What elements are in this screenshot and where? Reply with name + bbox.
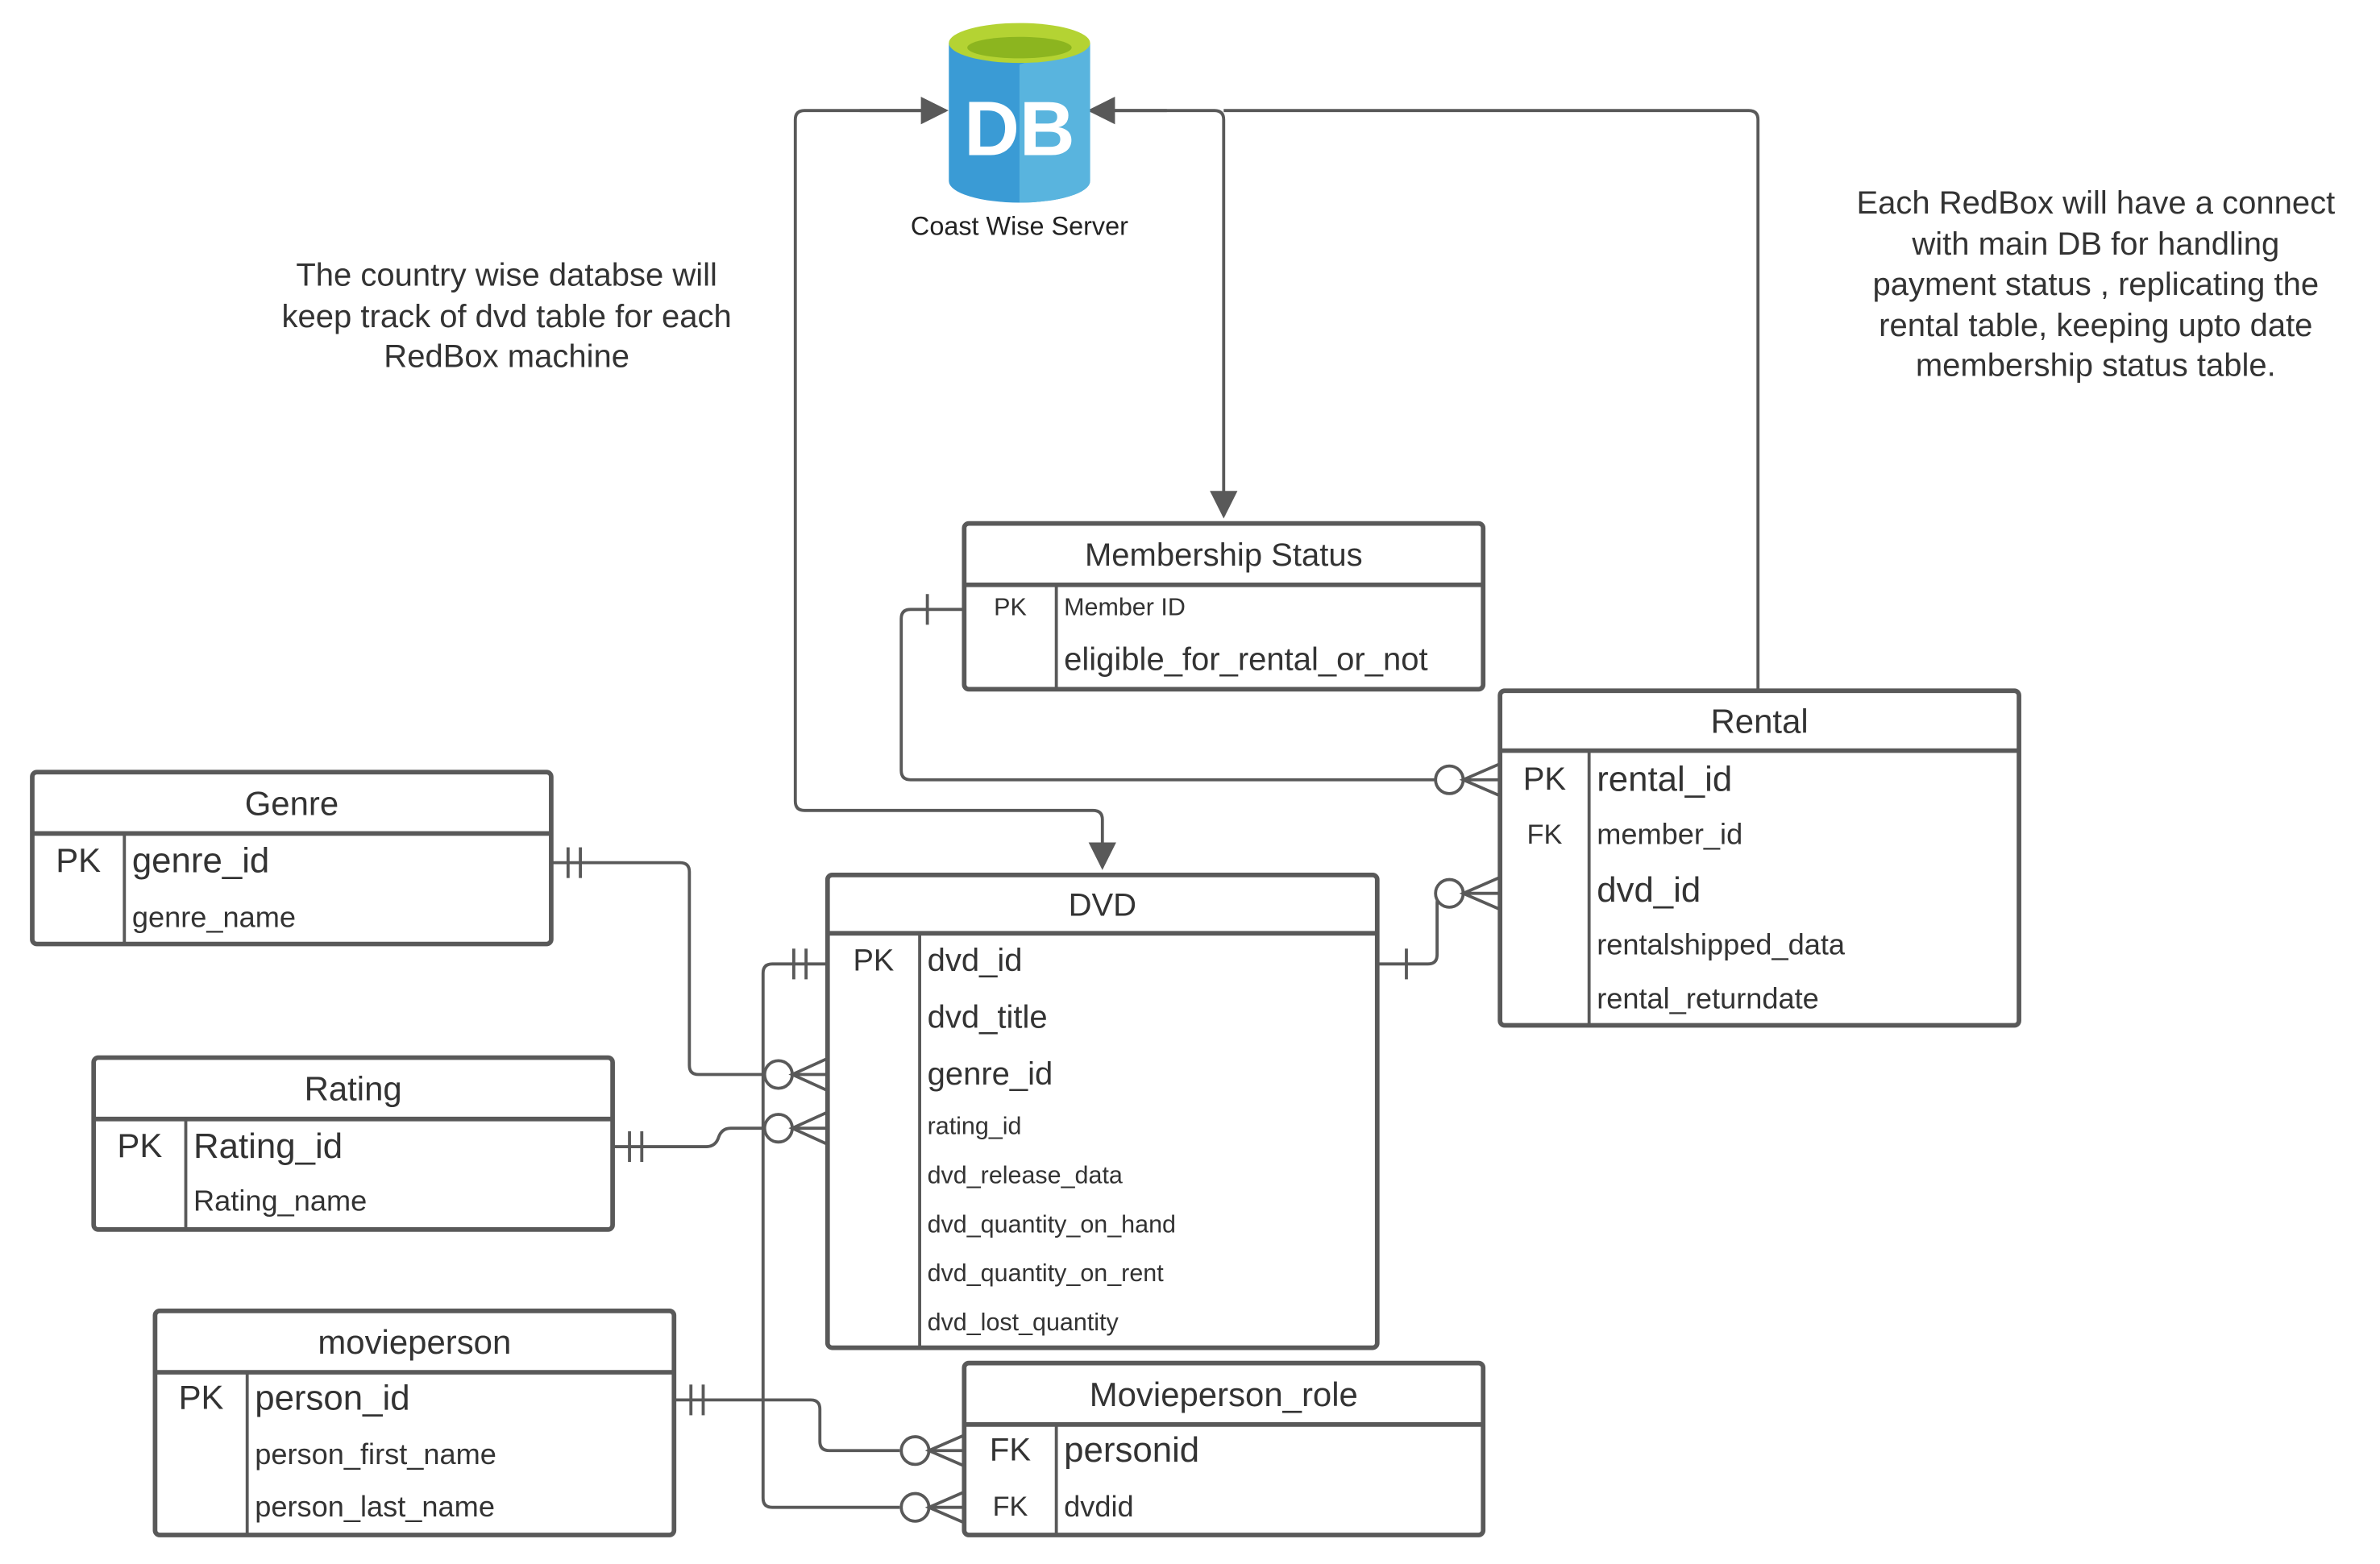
crow-foot — [788, 1057, 827, 1092]
crow-feet — [788, 762, 1500, 1525]
rel-rating-dvd — [613, 1126, 763, 1148]
field-name: dvd_title — [928, 1000, 1048, 1035]
note-left: The country wise databse will keep track… — [281, 258, 732, 375]
zero-circle — [899, 1491, 931, 1523]
db-connectors — [793, 97, 1760, 870]
field-name: person_id — [255, 1378, 409, 1417]
cylinder-shade — [1019, 43, 1090, 203]
key-label: PK — [854, 944, 895, 977]
table-border — [962, 521, 1486, 692]
table-title: Movieperson_role — [1090, 1375, 1358, 1413]
key-label: FK — [990, 1433, 1031, 1468]
crow-foot — [788, 1111, 827, 1145]
zero-circle — [762, 1113, 794, 1144]
field-name: dvd_quantity_on_rent — [928, 1259, 1165, 1287]
field-name: person_first_name — [255, 1437, 496, 1471]
table-border — [962, 1360, 1486, 1537]
field-name: rental_id — [1597, 760, 1732, 799]
table-border — [1497, 688, 2021, 1028]
field-name: rentalshipped_data — [1597, 928, 1846, 961]
table-border — [152, 1309, 677, 1537]
field-name: dvd_id — [928, 943, 1023, 978]
rel-membership-rental — [899, 608, 1436, 782]
field-name: person_last_name — [255, 1490, 495, 1523]
field-name: rating_id — [928, 1112, 1022, 1139]
crow-foot — [1459, 762, 1500, 797]
zero-circle — [1434, 764, 1465, 795]
field-name: Member ID — [1064, 593, 1186, 620]
table-title: Rental — [1711, 702, 1809, 740]
crow-foot — [924, 1433, 966, 1468]
key-label: PK — [56, 841, 101, 879]
database-icon: DB — [949, 23, 1090, 203]
table-dvd: DVD PK dvd_id dvd_title genre_id rating_iddvd… — [824, 872, 1380, 1350]
field-name: rental_returndate — [1597, 981, 1819, 1014]
field-name: dvdid — [1064, 1490, 1134, 1523]
key-label: PK — [117, 1126, 162, 1164]
field-name: personid — [1064, 1430, 1199, 1470]
field-name: genre_name — [132, 900, 296, 933]
field-name: dvd_quantity_on_hand — [928, 1210, 1176, 1238]
rel-movieperson-role — [675, 1398, 900, 1453]
field-name: dvd_release_data — [928, 1161, 1123, 1189]
rel-dvd-rental — [1378, 891, 1447, 966]
key-label: FK — [1527, 819, 1563, 850]
zero-circle — [1434, 877, 1465, 909]
key-label: PK — [994, 593, 1027, 620]
crow-foot — [924, 1490, 966, 1525]
rel-dvd-role — [761, 962, 900, 1509]
relationship-lines — [552, 608, 1447, 1509]
crow-foot — [1459, 876, 1500, 911]
table-title: Rating — [305, 1070, 402, 1108]
server-label: Coast Wise Server — [910, 211, 1128, 242]
table-title: movieperson — [318, 1323, 511, 1361]
table-title: Genre — [245, 784, 339, 822]
field-name: Rating_id — [193, 1126, 343, 1166]
table-border — [824, 872, 1380, 1350]
key-label: PK — [179, 1379, 224, 1417]
zero-circle — [899, 1435, 931, 1467]
field-name: eligible_for_rental_or_not — [1064, 642, 1427, 678]
zero-circle — [762, 1059, 794, 1090]
db-icon-text: DB — [964, 86, 1075, 172]
connector-rental-db — [1223, 109, 1760, 690]
note-right: Each RedBox will have a connect with mai… — [1856, 185, 2336, 384]
key-label: PK — [1523, 761, 1567, 797]
field-name: dvd_id — [1597, 870, 1701, 910]
cylinder-top-inner — [967, 36, 1072, 59]
field-name: dvd_lost_quantity — [928, 1309, 1119, 1336]
connector-membership-db — [1090, 109, 1238, 519]
table-title: Membership Status — [1085, 537, 1363, 573]
field-name: genre_id — [928, 1056, 1053, 1092]
field-name: Rating_name — [193, 1184, 367, 1218]
rel-genre-dvd — [552, 861, 763, 1077]
cardinality-symbols — [566, 594, 1465, 1523]
field-name: member_id — [1597, 817, 1742, 850]
table-border — [30, 770, 554, 947]
connector-dvd-db — [793, 109, 1116, 870]
table-border — [91, 1055, 615, 1232]
field-name: genre_id — [132, 841, 269, 881]
table-title: DVD — [1069, 887, 1136, 923]
key-label: FK — [993, 1491, 1028, 1522]
